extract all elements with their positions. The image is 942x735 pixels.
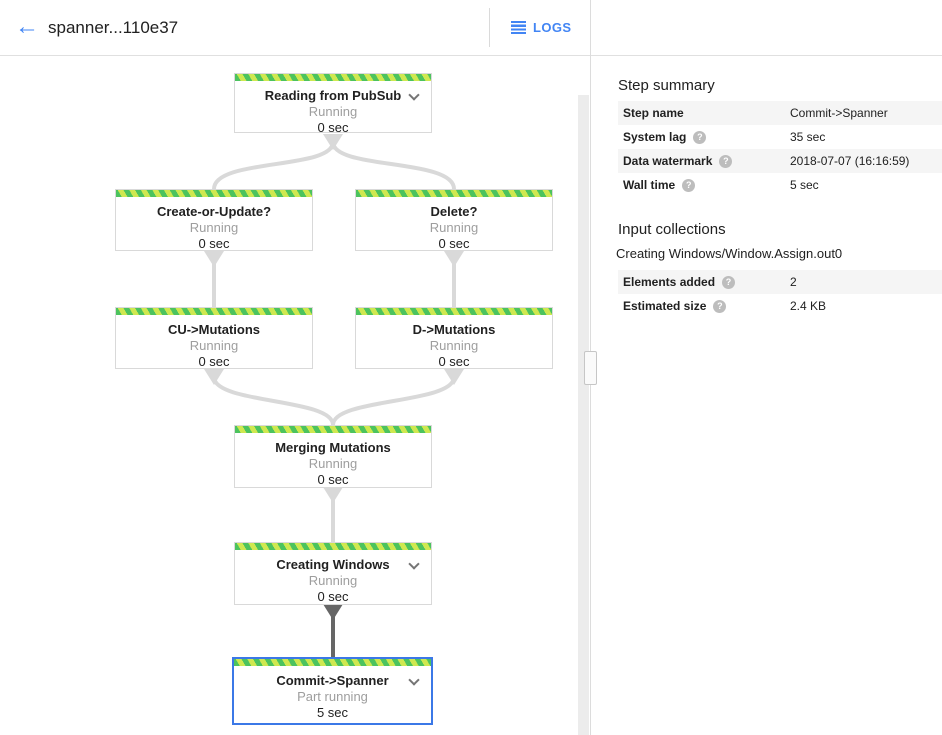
- node-status: Running: [308, 573, 358, 588]
- node-title: Create-or-Update?: [156, 204, 272, 219]
- node-title: Reading from PubSub: [264, 88, 402, 103]
- logs-list-icon: [511, 21, 526, 34]
- node-status: Running: [189, 338, 239, 353]
- input-collection-name[interactable]: Creating Windows/Window.Assign.out0: [616, 246, 843, 261]
- graph-node-create-or-update[interactable]: Create-or-Update? Running 0 sec: [115, 189, 313, 251]
- row-label: System lag: [623, 130, 687, 144]
- panel-resize-handle[interactable]: [584, 351, 597, 385]
- running-progress-stripe: [116, 308, 312, 315]
- node-time: 0 sec: [438, 354, 470, 369]
- graph-node-reading-from-pubsub[interactable]: Reading from PubSub Running 0 sec: [234, 73, 432, 135]
- row-label: Data watermark: [623, 154, 713, 168]
- running-progress-stripe: [235, 543, 431, 550]
- node-time: 0 sec: [198, 354, 230, 369]
- job-graph-panel: Reading from PubSub Running 0 sec Create…: [0, 56, 590, 735]
- node-title: Delete?: [430, 204, 478, 219]
- running-progress-stripe: [356, 308, 552, 315]
- graph-node-cu-mutations[interactable]: CU->Mutations Running 0 sec: [115, 307, 313, 369]
- row-value: 5 sec: [790, 178, 819, 192]
- graph-node-d-mutations[interactable]: D->Mutations Running 0 sec: [355, 307, 553, 369]
- graph-node-merging-mutations[interactable]: Merging Mutations Running 0 sec: [234, 425, 432, 488]
- node-status: Running: [308, 456, 358, 471]
- row-value: 35 sec: [790, 130, 826, 144]
- running-progress-stripe: [235, 426, 431, 433]
- top-toolbar: ← spanner...110e37 LOGS: [0, 0, 942, 56]
- running-progress-stripe: [235, 74, 431, 81]
- table-row-system-lag: System lag ? 35 sec: [618, 125, 942, 149]
- running-progress-stripe: [116, 190, 312, 197]
- graph-scrollbar[interactable]: [578, 95, 589, 735]
- node-time: 0 sec: [317, 589, 349, 604]
- graph-edges: [204, 134, 464, 657]
- help-icon[interactable]: ?: [682, 178, 696, 192]
- node-time: 0 sec: [198, 236, 230, 251]
- table-row-wall-time: Wall time ? 5 sec: [618, 173, 942, 197]
- table-row-data-watermark: Data watermark ? 2018-07-07 (16:16:59): [618, 149, 942, 173]
- input-collections-table: Elements added ? 2 Estimated size ? 2.4 …: [618, 270, 942, 318]
- running-progress-stripe: [356, 190, 552, 197]
- help-icon[interactable]: ?: [722, 275, 736, 289]
- node-time: 0 sec: [317, 120, 349, 135]
- node-time: 0 sec: [438, 236, 470, 251]
- table-row-estimated-size: Estimated size ? 2.4 KB: [618, 294, 942, 318]
- toolbar-divider: [489, 8, 490, 47]
- step-summary-heading: Step summary: [618, 77, 715, 94]
- back-arrow-icon[interactable]: ←: [15, 13, 39, 40]
- row-label: Wall time: [623, 178, 676, 192]
- node-title: CU->Mutations: [167, 322, 261, 337]
- row-label: Step name: [623, 106, 684, 120]
- table-row-elements-added: Elements added ? 2: [618, 270, 942, 294]
- graph-node-commit-spanner[interactable]: Commit->Spanner Part running 5 sec: [232, 657, 433, 725]
- logs-button-label: LOGS: [533, 20, 572, 35]
- node-status: Running: [429, 338, 479, 353]
- node-status: Running: [429, 220, 479, 235]
- row-value: 2.4 KB: [790, 299, 827, 313]
- row-label: Estimated size: [623, 299, 707, 313]
- node-title: D->Mutations: [412, 322, 496, 337]
- table-row-step-name: Step name Commit->Spanner: [618, 101, 942, 125]
- logs-button[interactable]: LOGS: [503, 0, 579, 55]
- row-value: 2: [790, 275, 797, 289]
- node-title: Commit->Spanner: [276, 673, 389, 688]
- node-title: Merging Mutations: [275, 440, 391, 455]
- step-summary-table: Step name Commit->Spanner System lag ? 3…: [618, 101, 942, 197]
- step-details-panel: ✕ Step Step summary Step name Commit->Sp…: [591, 0, 942, 735]
- help-icon[interactable]: ?: [713, 299, 727, 313]
- row-value: 2018-07-07 (16:16:59): [790, 154, 910, 168]
- node-time: 5 sec: [316, 705, 349, 720]
- row-label: Elements added: [623, 275, 716, 289]
- node-status: Part running: [297, 689, 368, 704]
- help-icon[interactable]: ?: [719, 154, 733, 168]
- input-collections-heading: Input collections: [618, 221, 726, 238]
- help-icon[interactable]: ?: [693, 130, 707, 144]
- row-value: Commit->Spanner: [790, 106, 888, 120]
- graph-node-creating-windows[interactable]: Creating Windows Running 0 sec: [234, 542, 432, 605]
- node-time: 0 sec: [317, 472, 349, 487]
- node-title: Creating Windows: [276, 557, 390, 572]
- node-status: Running: [189, 220, 239, 235]
- running-progress-stripe: [234, 659, 431, 666]
- node-status: Running: [308, 104, 358, 119]
- job-title: spanner...110e37: [48, 18, 179, 37]
- graph-node-delete[interactable]: Delete? Running 0 sec: [355, 189, 553, 251]
